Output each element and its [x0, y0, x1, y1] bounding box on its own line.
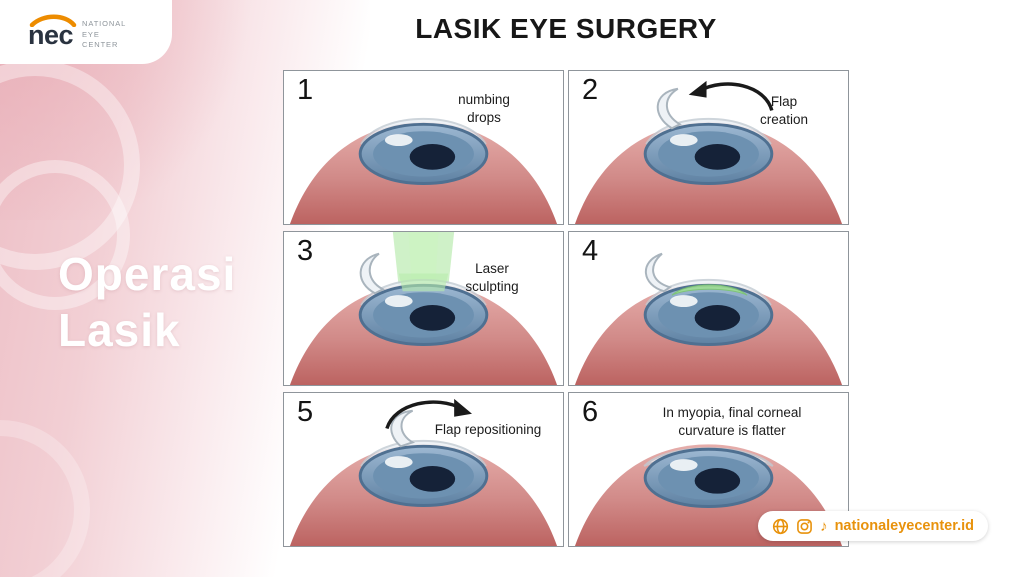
page-title: LASIK EYE SURGERY: [415, 13, 717, 44]
arrow-icon: [385, 400, 463, 430]
step-label: In myopia, final corneal curvature is fl…: [662, 405, 802, 438]
overlay-title-line1: Operasi: [58, 248, 237, 300]
logo-brand-text: nec: [28, 20, 74, 51]
eye-illustration: [289, 232, 558, 385]
logo-card: [0, 0, 172, 64]
step-panel-5: 5 Flap repositioning: [283, 392, 564, 547]
eye-illustration: [289, 118, 558, 224]
logo-subtitle-line: EYE: [82, 29, 100, 39]
green-layer: [671, 284, 748, 296]
logo-swoosh-icon: [29, 14, 77, 28]
tiktok-icon[interactable]: ♪: [820, 517, 828, 535]
arrow-head: [454, 398, 472, 417]
website-badge[interactable]: ♪ nationaleyecenter.id: [758, 511, 988, 541]
instagram-icon[interactable]: [796, 518, 813, 535]
corneal-flap: [359, 252, 386, 295]
step-panel-2: 2 Flap creation: [568, 70, 849, 225]
arrow-icon: [698, 82, 774, 112]
corneal-flap: [390, 409, 416, 448]
nec-logo: nec NATIONAL EYE CENTER: [28, 13, 126, 51]
step-panel-3: 3 Laser sculpting: [283, 231, 564, 386]
overlay-title-line2: Lasik: [58, 304, 181, 357]
overlay-title: Operasi Lasik: [58, 246, 236, 358]
logo-mark: nec: [28, 14, 77, 51]
laser-beam-lower: [398, 273, 449, 292]
step-panel-1: 1 numbing drops: [283, 70, 564, 225]
step-label: numbing drops: [458, 92, 510, 125]
eye-illustration: [574, 80, 843, 224]
step-label: Flap repositioning: [434, 422, 542, 437]
step-number: 4: [582, 235, 599, 267]
logo-subtitle: NATIONAL EYE CENTER: [82, 13, 126, 51]
logo-subtitle-line: CENTER: [82, 40, 119, 49]
laser-beam-core: [408, 232, 439, 288]
step-number: 3: [297, 235, 314, 267]
eye-illustration: [289, 398, 558, 546]
website-text[interactable]: nationaleyecenter.id: [834, 518, 974, 534]
step-number: 5: [297, 396, 314, 428]
step-number: 1: [297, 74, 314, 106]
arrow-head: [688, 80, 707, 98]
step-number: 2: [582, 74, 599, 106]
corneal-flap: [644, 252, 673, 293]
steps-grid: 1 numbing drops 2 Flap creation: [283, 70, 849, 547]
logo-subtitle-line: NATIONAL: [82, 19, 127, 28]
step-number: 6: [582, 396, 599, 428]
step-panel-4: 4: [568, 231, 849, 386]
corneal-flap: [656, 87, 682, 130]
globe-icon[interactable]: [772, 518, 789, 535]
step-label: Flap creation: [759, 94, 809, 127]
step-label: Laser sculpting: [465, 261, 519, 294]
eye-illustration: [574, 252, 843, 385]
